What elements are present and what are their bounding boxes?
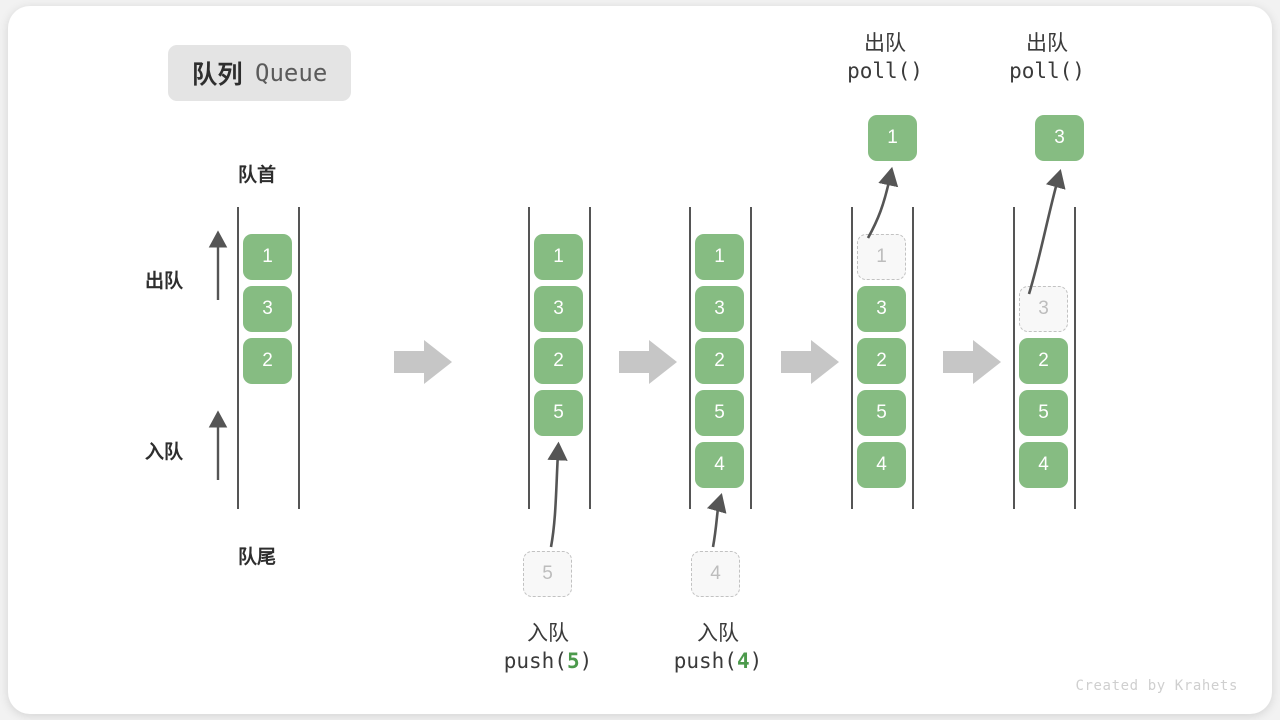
rail-right bbox=[912, 207, 914, 509]
popped-element-3: 3 bbox=[1035, 115, 1084, 161]
poll-3-code-prefix: poll( bbox=[1009, 58, 1073, 83]
queue-cell: 2 bbox=[695, 338, 744, 384]
queue-cell: 4 bbox=[857, 442, 906, 488]
rail-right bbox=[1074, 207, 1076, 509]
queue-cell: 5 bbox=[1019, 390, 1068, 436]
queue-cell: 4 bbox=[1019, 442, 1068, 488]
push-4-caption: 入队 push(4) bbox=[618, 620, 818, 675]
poll-1-caption: 出队 poll() bbox=[800, 30, 970, 85]
watermark: Created by Krahets bbox=[1075, 678, 1238, 694]
poll-3-caption: 出队 poll() bbox=[962, 30, 1132, 85]
push-4-code-suffix: ) bbox=[749, 648, 763, 673]
title-chinese: 队列 bbox=[192, 61, 244, 89]
queue-cell: 5 bbox=[857, 390, 906, 436]
queue-cell: 1 bbox=[243, 234, 292, 280]
rail-right bbox=[589, 207, 591, 509]
rail-left bbox=[689, 207, 691, 509]
dequeue-side-label: 出队 bbox=[145, 271, 184, 292]
push-4-caption-code: push(4) bbox=[618, 648, 818, 676]
queue-cell: 2 bbox=[243, 338, 292, 384]
poll-1-code-suffix: ) bbox=[910, 58, 923, 83]
push-4-caption-cn: 入队 bbox=[697, 622, 739, 645]
queue-cell: 4 bbox=[695, 442, 744, 488]
rail-left bbox=[1013, 207, 1015, 509]
title-english: Queue bbox=[255, 59, 328, 87]
rail-right bbox=[298, 207, 300, 509]
pending-element-4: 4 bbox=[691, 551, 740, 597]
poll-3-caption-code: poll() bbox=[962, 58, 1132, 86]
queue-cell: 2 bbox=[534, 338, 583, 384]
popped-element-1: 1 bbox=[868, 115, 917, 161]
push-5-code-num: 5 bbox=[566, 648, 580, 673]
queue-cell: 1 bbox=[534, 234, 583, 280]
poll-1-caption-code: poll() bbox=[800, 58, 970, 86]
push-5-code-suffix: ) bbox=[579, 648, 593, 673]
queue-cell: 5 bbox=[695, 390, 744, 436]
poll-3-caption-cn: 出队 bbox=[1026, 32, 1068, 55]
queue-cell: 2 bbox=[857, 338, 906, 384]
queue-cell-ghost: 1 bbox=[857, 234, 906, 280]
rail-left bbox=[528, 207, 530, 509]
push-4-code-prefix: push( bbox=[673, 648, 737, 673]
queue-cell: 3 bbox=[534, 286, 583, 332]
pending-element-5: 5 bbox=[523, 551, 572, 597]
queue-cell-ghost: 3 bbox=[1019, 286, 1068, 332]
queue-cell: 3 bbox=[695, 286, 744, 332]
rail-left bbox=[237, 207, 239, 509]
queue-cell: 2 bbox=[1019, 338, 1068, 384]
queue-cell: 3 bbox=[243, 286, 292, 332]
diagram-title-chip: 队列 Queue bbox=[168, 45, 352, 101]
push-5-caption-code: push(5) bbox=[448, 648, 648, 676]
rail-left bbox=[851, 207, 853, 509]
rail-right bbox=[750, 207, 752, 509]
queue-front-label: 队首 bbox=[238, 165, 277, 186]
push-5-caption-cn: 入队 bbox=[527, 622, 569, 645]
queue-rear-label: 队尾 bbox=[238, 547, 277, 568]
push-4-code-num: 4 bbox=[736, 648, 750, 673]
queue-cell: 3 bbox=[857, 286, 906, 332]
poll-1-code-prefix: poll( bbox=[847, 58, 911, 83]
poll-1-caption-cn: 出队 bbox=[864, 32, 906, 55]
poll-3-code-suffix: ) bbox=[1072, 58, 1085, 83]
push-5-code-prefix: push( bbox=[503, 648, 567, 673]
queue-cell: 5 bbox=[534, 390, 583, 436]
diagram-card bbox=[8, 6, 1272, 714]
push-5-caption: 入队 push(5) bbox=[448, 620, 648, 675]
enqueue-side-label: 入队 bbox=[145, 442, 184, 463]
queue-cell: 1 bbox=[695, 234, 744, 280]
